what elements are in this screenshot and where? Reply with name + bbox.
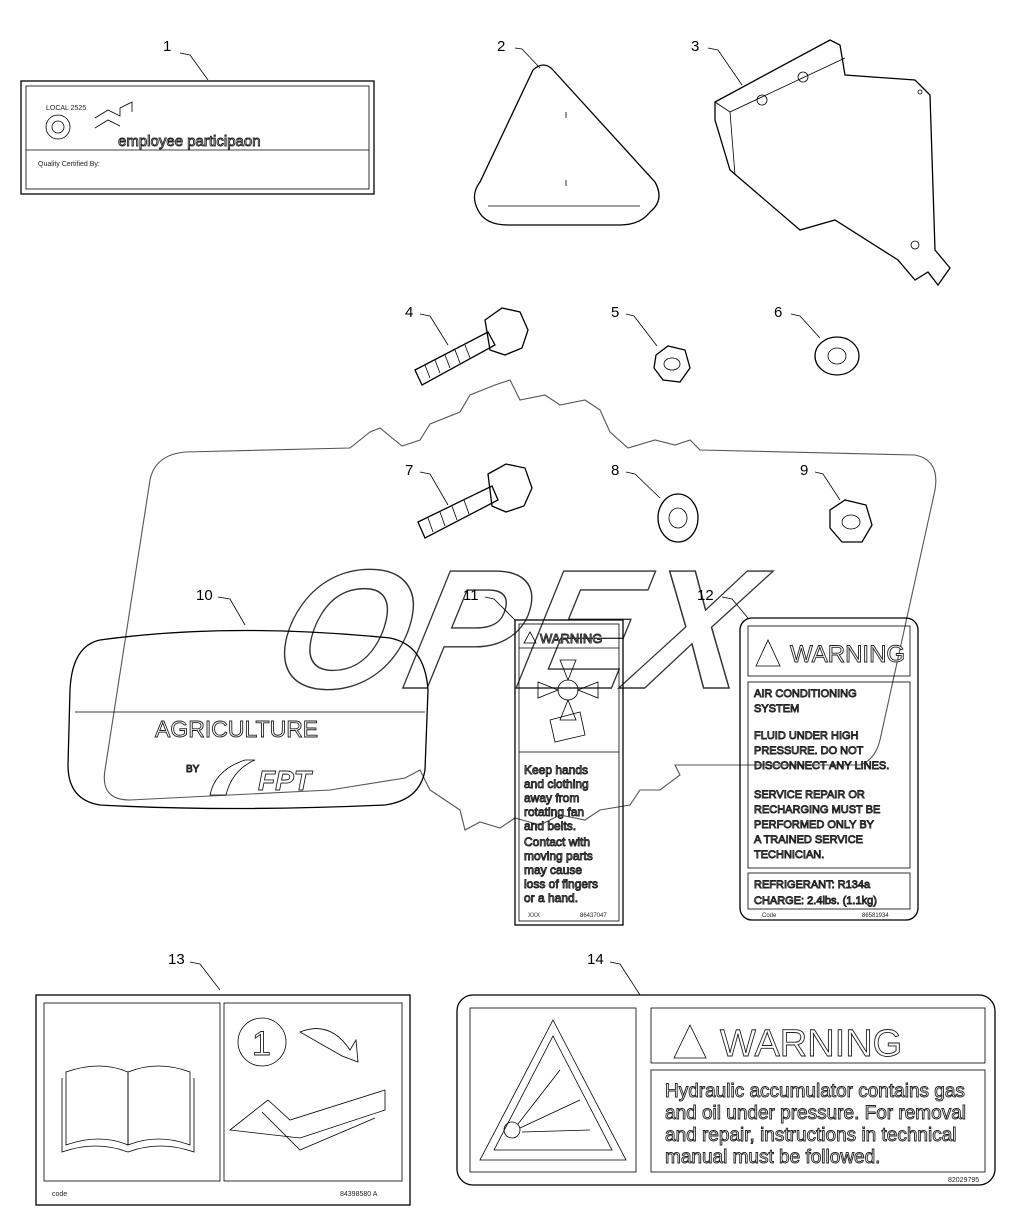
fan-hazard-icon <box>537 659 599 743</box>
part-1-employee-decal: LOCAL 2525 employee participaon Quality … <box>20 80 375 195</box>
callout-numbers: 1 2 3 4 5 6 7 8 9 10 11 12 13 14 <box>163 38 808 968</box>
decal12-para2-3: A TRAINED SERVICE <box>754 834 863 846</box>
callout-3: 3 <box>691 38 699 55</box>
part-6-washer <box>814 336 860 376</box>
decal12-para2-2: PERFORMED ONLY BY <box>754 819 875 831</box>
decal11-line-7: may cause <box>524 863 582 877</box>
decal11-code-left: XXX <box>528 913 540 919</box>
callout-13: 13 <box>168 951 185 968</box>
part-11-fan-warning-decal: WARNING Keep hands and clothing away fro… <box>514 619 624 926</box>
callout-8: 8 <box>611 462 619 479</box>
decal11-line-5: Contact with <box>524 835 590 849</box>
callout-1: 1 <box>163 38 171 55</box>
explosion-hazard-icon <box>479 1019 627 1161</box>
decal11-line-0: Keep hands <box>524 763 588 777</box>
callout-11: 11 <box>463 587 479 604</box>
decal1-quality: Quality Certified By: <box>38 161 100 168</box>
callout-5: 5 <box>611 304 619 321</box>
part-14-accumulator-warning-decal: WARNING Hydraulic accumulator contains g… <box>456 994 996 1186</box>
callout-10: 10 <box>196 587 213 604</box>
part-10-fpt-badge: AGRICULTURE BY FPT <box>67 629 429 810</box>
decal14-line-0: Hydraulic accumulator contains gas <box>665 1081 965 1102</box>
decal13-code-left: code <box>52 1191 67 1198</box>
decal13-step: 1 <box>252 1025 271 1063</box>
callout-6: 6 <box>774 304 782 321</box>
decal13-code-right: 84398580 A <box>340 1191 378 1198</box>
part-4-bolt <box>414 307 529 386</box>
decal11-line-2: away from <box>524 791 579 805</box>
callout-2: 2 <box>497 38 505 55</box>
decal11-line-8: loss of fingers <box>524 877 598 891</box>
decal11-line-3: rotating fan <box>524 805 584 819</box>
decal12-para1-1: PRESSURE. DO NOT <box>754 745 864 757</box>
part-5-nut <box>653 345 691 383</box>
decal14-line-2: and repair, instructions in technical <box>665 1125 957 1146</box>
decal14-code: 82029795 <box>948 1177 979 1184</box>
part-2-triangle-reflector <box>473 64 660 226</box>
decal11-line-9: or a hand. <box>524 891 578 905</box>
callout-leaders <box>179 47 841 996</box>
decal11-code-right: 86437047 <box>580 913 607 919</box>
decal14-title: WARNING <box>720 1023 902 1065</box>
decal14-line-3: manual must be followed. <box>665 1147 880 1168</box>
decal12-para2-4: TECHNICIAN. <box>754 849 824 861</box>
decal12-code-left: Code <box>762 913 777 919</box>
decal12-para2-0: SERVICE REPAIR OR <box>754 789 865 801</box>
watermark-text: OPEX <box>260 535 782 725</box>
callout-7: 7 <box>405 462 413 479</box>
decal12-refrigerant: REFRIGERANT: R134a <box>754 879 871 891</box>
decal14-line-1: and oil under pressure. For removal <box>665 1103 966 1124</box>
decal12-code-right: 86581934 <box>862 913 889 919</box>
decal1-local: LOCAL 2525 <box>46 105 86 112</box>
decal10-line1: AGRICULTURE <box>155 716 318 742</box>
decal12-title: WARNING <box>790 641 905 668</box>
callout-9: 9 <box>800 462 808 479</box>
decal10-line3: FPT <box>258 765 314 796</box>
decal12-para1-0: FLUID UNDER HIGH <box>754 730 859 742</box>
decal11-title: WARNING <box>540 631 602 646</box>
part-9-nut <box>829 499 873 543</box>
decal12-para1-2: DISCONNECT ANY LINES. <box>754 760 889 772</box>
part-8-washer <box>657 493 699 543</box>
part-12-ac-warning-decal: WARNING AIR CONDITIONING SYSTEM FLUID UN… <box>739 617 919 921</box>
part-7-bolt <box>417 463 533 539</box>
part-3-bracket <box>714 39 951 287</box>
decal12-charge: CHARGE: 2.4lbs. (1.1kg) <box>754 895 877 907</box>
decal11-line-1: and clothing <box>524 777 589 791</box>
decal12-heading-1: SYSTEM <box>754 703 799 715</box>
callout-12: 12 <box>697 587 714 604</box>
part-13-manual-decal: 1 code 84398580 A <box>35 994 411 1206</box>
decal1-brand: employee participaon <box>118 133 261 150</box>
callout-14: 14 <box>587 951 604 968</box>
decal11-line-4: and belts. <box>524 819 576 833</box>
decal12-heading-0: AIR CONDITIONING <box>754 688 857 700</box>
opex-watermark: OPEX <box>103 379 937 831</box>
callout-4: 4 <box>405 304 413 321</box>
decal10-line2: BY <box>186 764 200 775</box>
decal11-line-6: moving parts <box>524 849 593 863</box>
decal12-para2-1: RECHARGING MUST BE <box>754 804 880 816</box>
book-icon <box>61 1065 195 1153</box>
